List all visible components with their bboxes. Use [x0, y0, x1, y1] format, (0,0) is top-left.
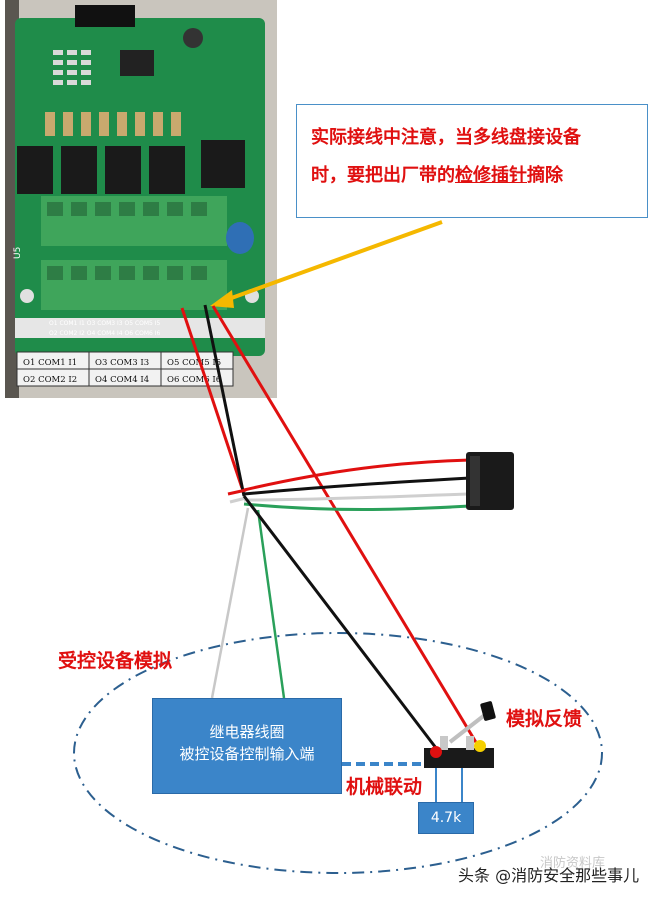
board-label-o6: O6 COM6 I6 [167, 375, 221, 385]
maintenance-pin-term: 检修插针 [455, 165, 527, 186]
board-label-o2: O2 COM2 I2 [23, 375, 77, 385]
board-silkscreen-row1: O1 COM1 I1 O3 COM3 I3 O5 COM5 I5 [49, 320, 161, 327]
control-board-photo: O1 COM1 I1 O3 COM3 I3 O5 COM5 I5 O2 COM2… [5, 0, 277, 398]
wiring-note-suffix: 摘除 [527, 165, 563, 186]
callout-arrow-head [210, 290, 234, 308]
limit-switch [424, 701, 496, 768]
simulated-feedback-label: 模拟反馈 [506, 708, 583, 730]
wiring-note-prefix: 时，要把出厂带的 [311, 165, 455, 186]
cable-white [243, 492, 471, 502]
relay-coil-box: 继电器线圈 被控设备控制输入端 [152, 698, 342, 794]
gray-wire-to-coil [210, 507, 250, 699]
board-label-o3: O3 COM3 I3 [95, 358, 149, 368]
board-label-o4: O4 COM4 I4 [95, 375, 149, 385]
watermark: 头条 @消防安全那些事儿 [458, 866, 640, 885]
board-label-o5: O5 COM5 I5 [167, 358, 221, 368]
board-silkscreen-row2: O2 COM2 I2 O4 COM4 I4 O6 COM6 I6 [49, 330, 161, 337]
wiring-note-line2: 时，要把出厂带的检修插针摘除 [311, 157, 635, 195]
controlled-device-label: 受控设备模拟 [58, 650, 173, 672]
black-wire-board [203, 304, 246, 497]
relay-coil-line1: 继电器线圈 [209, 723, 285, 741]
wiring-note-line1: 实际接线中注意，当多线盘接设备 [311, 127, 581, 148]
controlled-device-boundary [73, 632, 603, 874]
watermark-faint: 消防资料库 [540, 856, 606, 871]
cable-black [243, 476, 471, 496]
cable-green [243, 502, 471, 511]
red-wire-long [211, 305, 479, 745]
cable-red [243, 458, 471, 492]
wiring-note-callout: 实际接线中注意，当多线盘接设备 时，要把出厂带的检修插针摘除 [296, 104, 648, 218]
black-wire-to-switch [242, 495, 438, 749]
relay-coil-line2: 被控设备控制输入端 [179, 745, 315, 763]
red-wire-board [180, 307, 244, 489]
mechanical-linkage-label: 机械联动 [346, 776, 423, 798]
callout-arrow [225, 220, 443, 302]
resistor-box: 4.7k [418, 802, 474, 834]
board-side-label: U5 [13, 247, 23, 259]
board-label-o1: O1 COM1 I1 [23, 358, 77, 368]
green-wire-to-coil [256, 509, 286, 699]
